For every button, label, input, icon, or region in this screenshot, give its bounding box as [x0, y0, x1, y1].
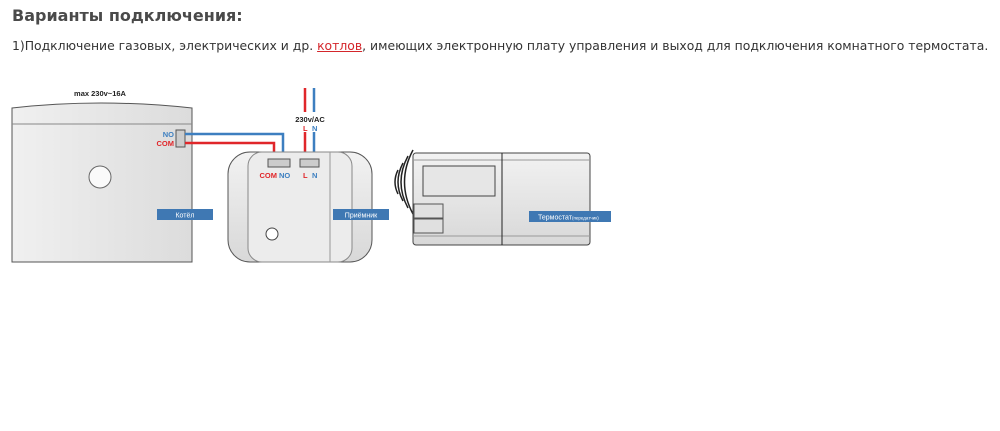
- description-text: 1)Подключение газовых, электрических и д…: [12, 38, 318, 53]
- thermostat-tag: [529, 211, 611, 222]
- boiler-no-label: NO: [163, 130, 174, 139]
- boiler: max 230v~16A NO COM: [11, 89, 193, 263]
- thermostat-tag-text: Термостат(передатчик): [538, 215, 599, 222]
- wireless-signal-icon: [394, 149, 414, 215]
- power-l-label: L: [303, 124, 308, 133]
- power-n-label: N: [312, 124, 317, 133]
- page-title: Варианты подключения:: [12, 6, 243, 25]
- boilers-link[interactable]: котлов: [317, 38, 363, 53]
- receiver-n-label: N: [312, 171, 317, 180]
- thermostat-display: [422, 165, 496, 197]
- boiler-com-label: COM: [157, 139, 175, 148]
- labels: Котёл Приёмник Термостат(передатчик): [157, 209, 611, 222]
- description: 1)Подключение газовых, электрических и д…: [12, 38, 988, 53]
- power-label: 230v/AC: [295, 115, 325, 124]
- wires: [185, 88, 316, 162]
- receiver-l-label: L: [303, 171, 308, 180]
- boiler-knob: [88, 165, 112, 189]
- boiler-terminal: [175, 129, 186, 148]
- thermostat: [412, 152, 591, 246]
- boiler-tag: [157, 209, 213, 220]
- receiver-button: [265, 227, 279, 241]
- description-text-end: , имеющих электронную плату управления и…: [362, 38, 989, 53]
- receiver-tag: [333, 209, 389, 220]
- receiver-com-label: COM: [260, 171, 278, 180]
- max-rating-label: max 230v~16A: [74, 89, 127, 98]
- wiring-diagram: max 230v~16A NO COM COM NO L N 230v/AC L…: [11, 88, 611, 263]
- receiver-no-label: NO: [279, 171, 290, 180]
- boiler-tag-text: Котёл: [175, 213, 194, 220]
- receiver: COM NO L N 230v/AC L N: [227, 112, 373, 263]
- receiver-tag-text: Приёмник: [345, 213, 378, 220]
